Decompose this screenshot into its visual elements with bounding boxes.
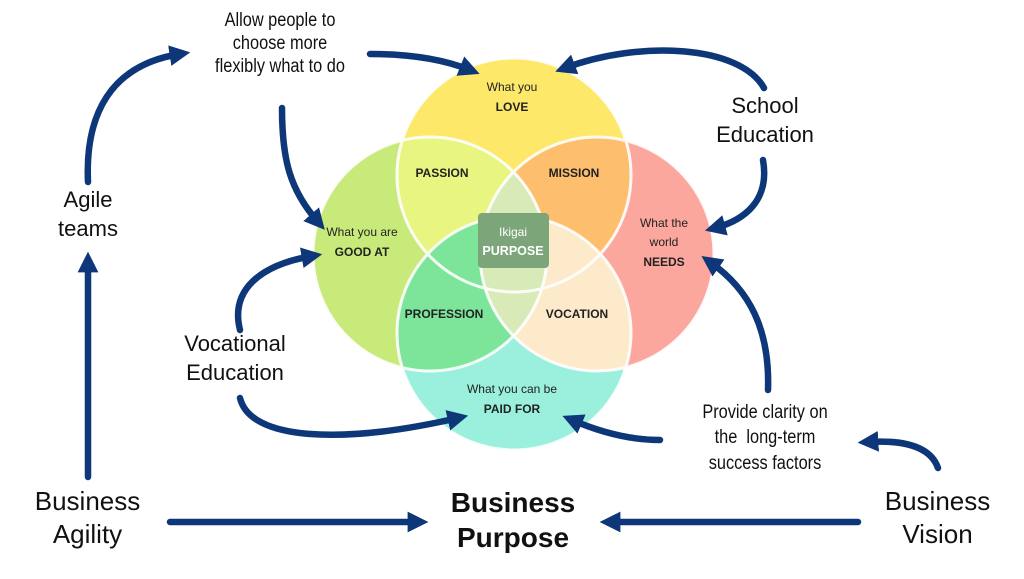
business-agility-label: Business Agility bbox=[10, 485, 165, 550]
love-line1: What you bbox=[487, 80, 538, 94]
arrow-vision-to-clarity bbox=[857, 430, 942, 472]
passion-label: PASSION bbox=[415, 166, 468, 180]
ikigai-label: Ikigai bbox=[499, 225, 527, 239]
arrow-school-to-needs bbox=[704, 156, 768, 236]
purpose-line-1: Business bbox=[450, 487, 576, 518]
needs-line3: NEEDS bbox=[643, 255, 684, 269]
arrow-vocational-to-paid-for bbox=[236, 394, 469, 438]
clarity-line-3: success factors bbox=[708, 452, 822, 474]
allow-line-1: Allow people to bbox=[224, 10, 336, 31]
vocational-education-label: Vocational Education bbox=[160, 330, 310, 387]
agility-line-2: Agility bbox=[52, 518, 123, 549]
allow-line-3: flexibly what to do bbox=[215, 55, 345, 77]
school-line-1: School bbox=[731, 93, 799, 118]
vocational-line-2: Education bbox=[186, 359, 284, 385]
good-at-line2: GOOD AT bbox=[335, 245, 390, 259]
vision-line-2: Vision bbox=[902, 518, 973, 549]
clarity-line-1: Provide clarity on bbox=[702, 402, 828, 423]
love-line2: LOVE bbox=[496, 100, 529, 114]
arrows bbox=[77, 45, 942, 533]
overlap-profession-area bbox=[397, 216, 547, 371]
paid-for-line2: PAID FOR bbox=[484, 402, 541, 416]
vocational-line-1: Vocational bbox=[184, 331, 286, 356]
needs-line1: What the bbox=[640, 216, 688, 230]
arrow-agile-teams-to-allow bbox=[84, 45, 191, 186]
allow-line-2: choose more bbox=[232, 32, 328, 54]
overlap-vocation-area bbox=[480, 216, 631, 371]
clarity-line-2: the long-term bbox=[714, 427, 816, 449]
arrow-allow-to-good-at bbox=[278, 104, 325, 230]
arrow-vocational-to-good-at bbox=[235, 247, 323, 334]
school-line-2: Education bbox=[716, 121, 814, 147]
purpose-label: PURPOSE bbox=[482, 244, 543, 258]
allow-people-label: Allow people to choose more flexibly wha… bbox=[185, 10, 374, 78]
agility-line-1: Business bbox=[34, 486, 141, 516]
business-purpose-label: Business Purpose bbox=[420, 485, 606, 555]
school-education-label: School Education bbox=[690, 92, 840, 149]
needs-line2: world bbox=[649, 235, 679, 249]
arrow-clarity-to-needs bbox=[701, 256, 772, 394]
good-at-line1: What you are bbox=[326, 225, 398, 239]
agile-teams-label: Agile teams bbox=[36, 186, 140, 243]
vocation-label: VOCATION bbox=[546, 307, 608, 321]
arrow-clarity-to-paid-for bbox=[562, 414, 664, 444]
agile-line-2: teams bbox=[58, 215, 118, 241]
profession-label: PROFESSION bbox=[405, 307, 484, 321]
vision-line-1: Business bbox=[884, 486, 991, 516]
business-vision-label: Business Vision bbox=[860, 485, 1015, 550]
arrow-school-to-love bbox=[555, 47, 768, 92]
arrow-allow-to-love bbox=[366, 50, 480, 76]
ikigai-center-box bbox=[478, 213, 549, 268]
mission-label: MISSION bbox=[549, 166, 600, 180]
paid-for-line1: What you can be bbox=[467, 382, 557, 396]
purpose-line-2: Purpose bbox=[456, 522, 570, 553]
provide-clarity-label: Provide clarity on the long-term success… bbox=[675, 400, 856, 476]
agile-line-1: Agile bbox=[63, 187, 113, 212]
